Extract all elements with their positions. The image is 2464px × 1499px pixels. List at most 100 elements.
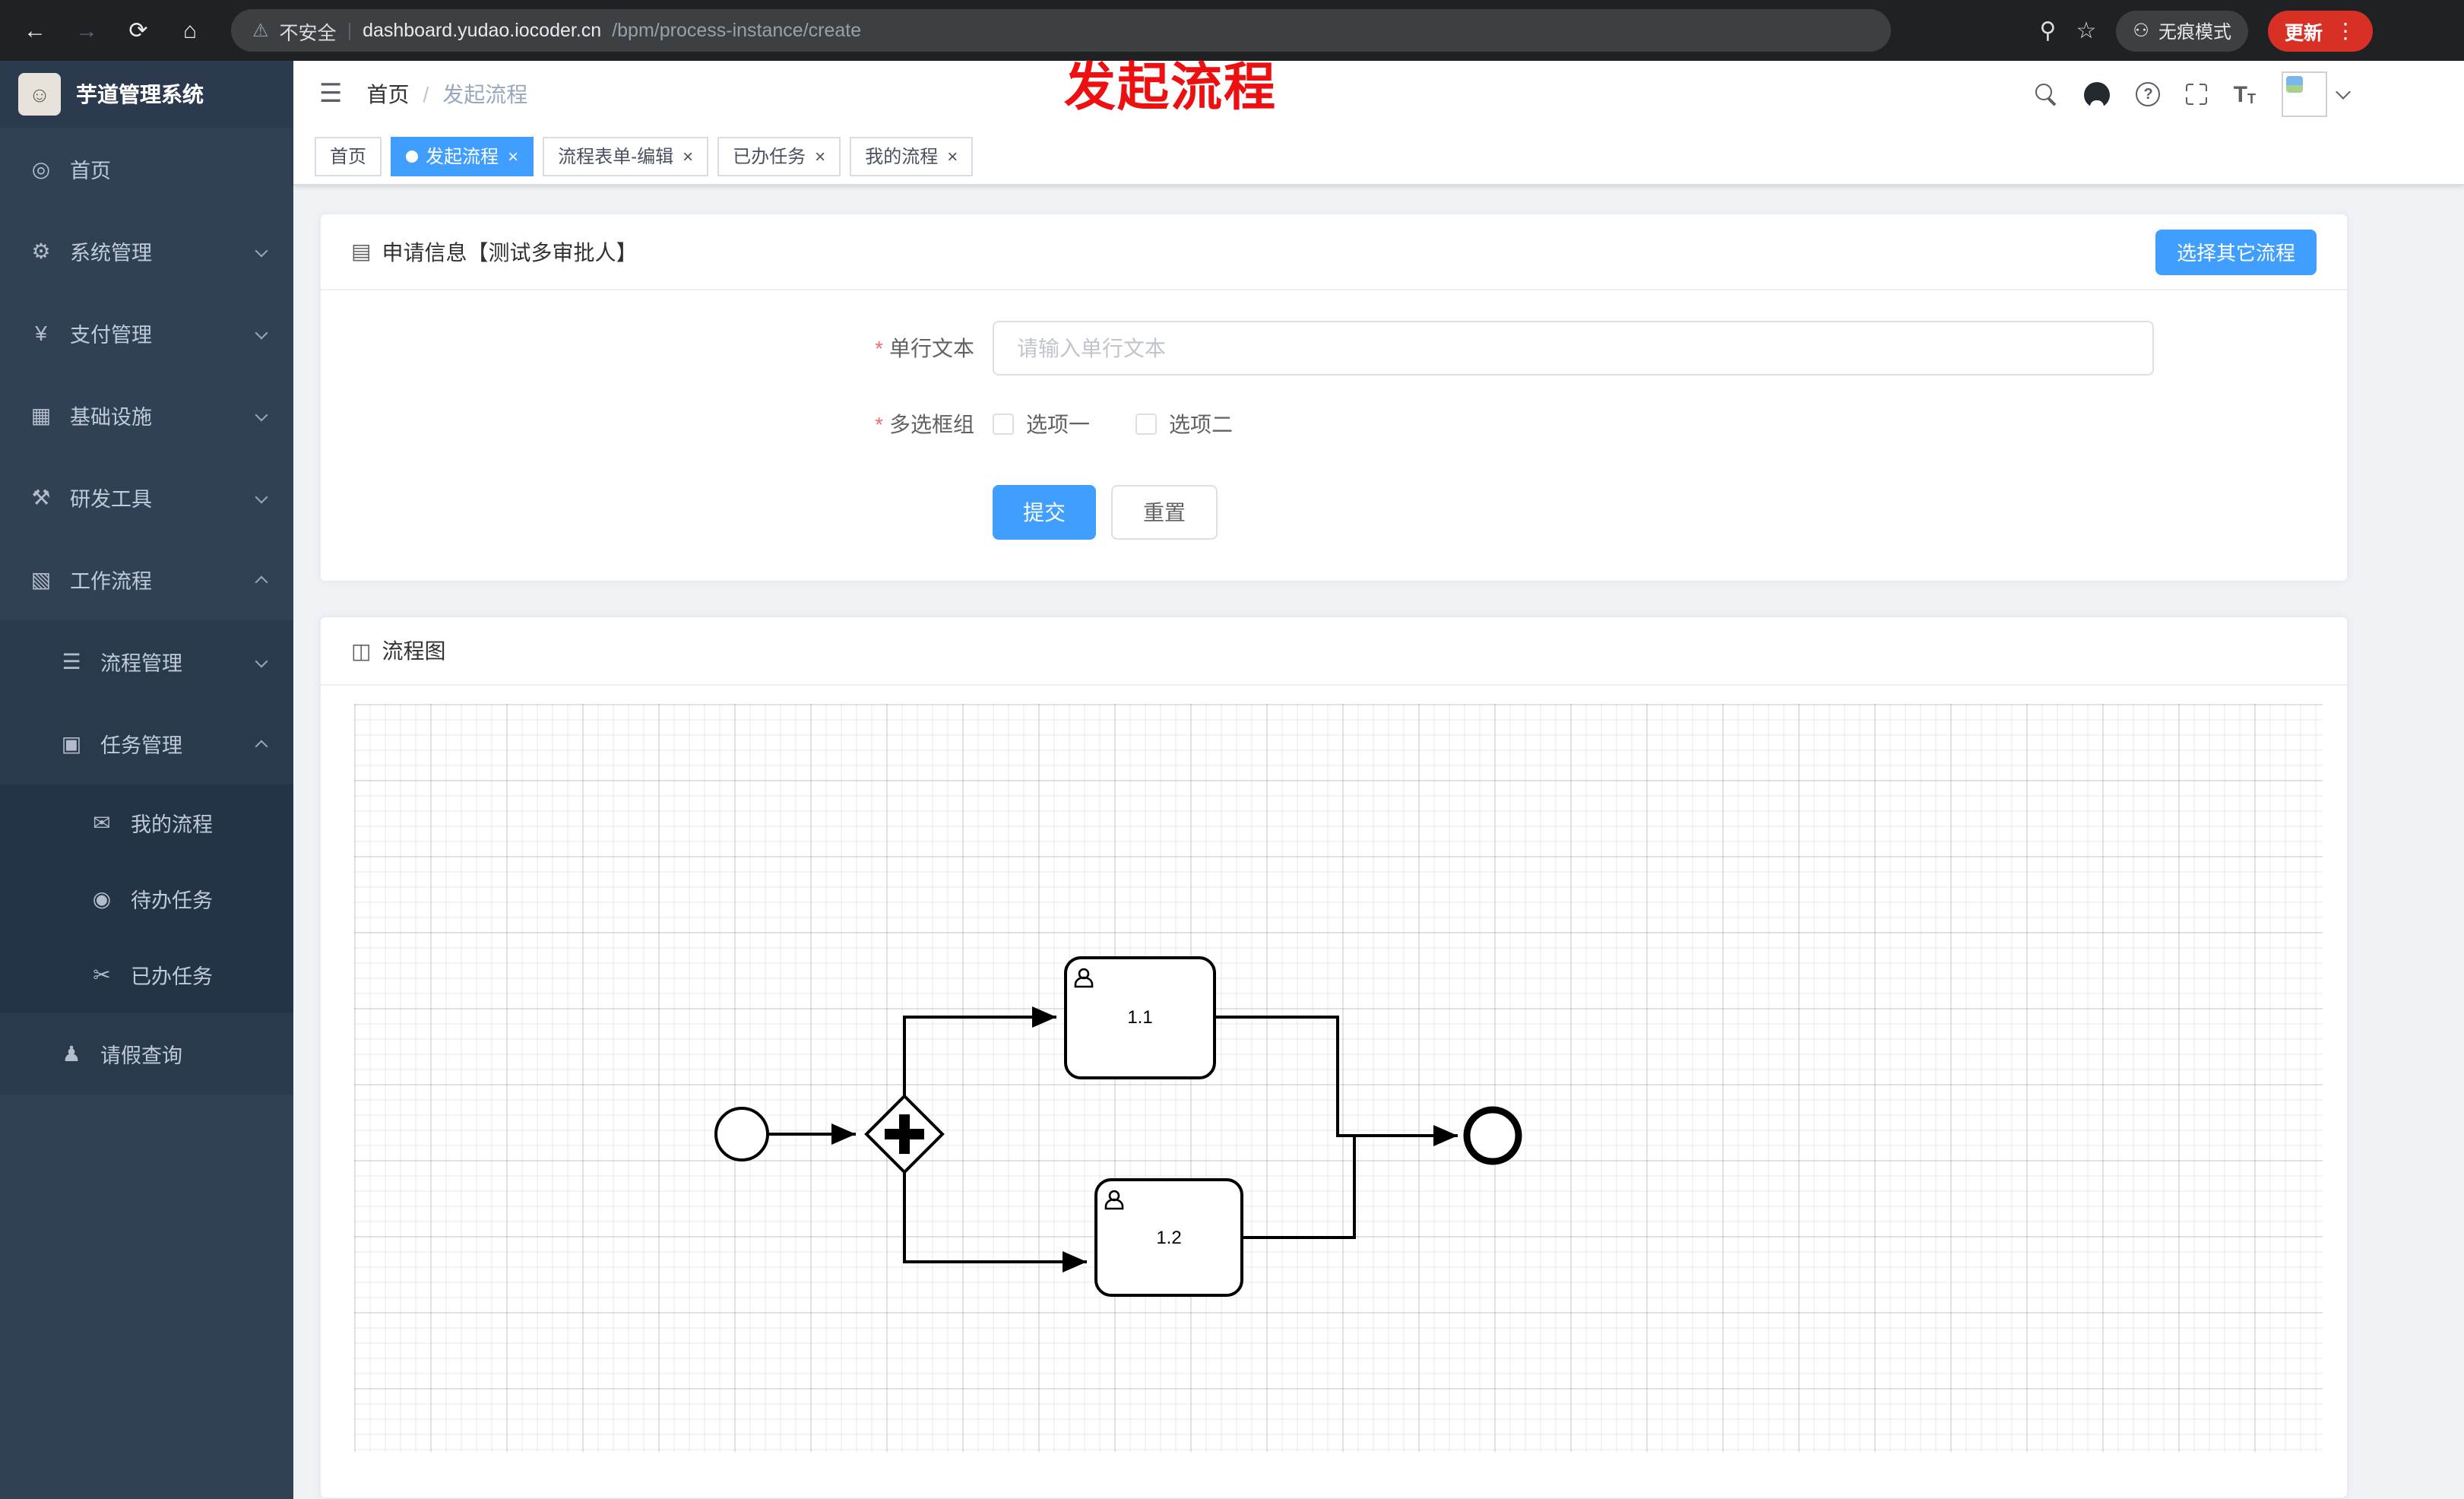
sidebar-item-task-mgmt[interactable]: ▣ 任务管理 bbox=[0, 702, 293, 784]
breadcrumb-separator: / bbox=[423, 82, 429, 106]
tab-home[interactable]: 首页 bbox=[315, 136, 382, 176]
chevron-up-icon bbox=[255, 740, 268, 753]
browser-home-icon[interactable]: ⌂ bbox=[182, 17, 198, 43]
kebab-menu-icon[interactable]: ⋮ bbox=[2335, 17, 2356, 42]
sidebar-item-workflow[interactable]: ▧ 工作流程 bbox=[0, 538, 293, 620]
start-event[interactable] bbox=[714, 1107, 769, 1161]
tab-my-process[interactable]: 我的流程 × bbox=[850, 136, 974, 176]
address-divider: | bbox=[347, 20, 353, 41]
checkbox-option-2[interactable]: 选项二 bbox=[1135, 409, 1233, 439]
checkbox-option-label: 选项二 bbox=[1169, 412, 1233, 436]
apply-form: *单行文本 *多选框组 选项一 bbox=[321, 290, 2347, 540]
close-icon[interactable]: × bbox=[508, 145, 519, 166]
sidebar-collapse-icon[interactable]: ☰ bbox=[319, 79, 343, 108]
github-icon[interactable] bbox=[2084, 81, 2111, 107]
bpmn-diagram: 1.1 1.2 bbox=[714, 956, 1522, 1297]
flow-task1-to-end bbox=[1215, 1016, 1458, 1146]
gear-icon: ⚙ bbox=[31, 238, 51, 262]
flow-diagram-card: ◫ 流程图 bbox=[319, 616, 2348, 1499]
select-other-process-button[interactable]: 选择其它流程 bbox=[2155, 229, 2317, 274]
required-mark: * bbox=[875, 336, 883, 360]
browser-back-icon[interactable]: ← bbox=[24, 17, 46, 43]
font-big-glyph: T bbox=[2233, 81, 2247, 107]
url-host: dashboard.yudao.iocoder.cn bbox=[363, 20, 602, 41]
breadcrumb-current: 发起流程 bbox=[442, 82, 528, 106]
sidebar: ☺ 芋道管理系统 ◎ 首页 ⚙ 系统管理 ¥ 支付管理 ▦ 基础设施 bbox=[0, 61, 293, 1499]
task-1-2-label: 1.2 bbox=[1156, 1228, 1181, 1248]
tab-initiate-process[interactable]: 发起流程 × bbox=[391, 136, 534, 176]
app-title: 芋道管理系统 bbox=[76, 82, 204, 106]
sidebar-item-todo-tasks[interactable]: ◉ 待办任务 bbox=[0, 860, 293, 936]
task-icon: ▣ bbox=[61, 730, 82, 755]
sidebar-item-label: 研发工具 bbox=[70, 488, 152, 511]
caret-down-icon bbox=[2336, 84, 2351, 100]
checkbox-icon[interactable] bbox=[1135, 414, 1157, 435]
sidebar-item-system[interactable]: ⚙ 系统管理 bbox=[0, 210, 293, 292]
password-key-icon[interactable]: ⚲ bbox=[2039, 18, 2057, 44]
avatar[interactable] bbox=[2282, 71, 2327, 117]
help-icon[interactable]: ? bbox=[2136, 82, 2161, 106]
sidebar-item-devtools[interactable]: ⚒ 研发工具 bbox=[0, 456, 293, 538]
tab-label: 我的流程 bbox=[865, 146, 939, 167]
form-row-checkbox: *多选框组 选项一 选项二 bbox=[321, 409, 2347, 439]
form-buttons: 提交 重置 bbox=[993, 485, 2347, 540]
sidebar-item-label: 系统管理 bbox=[70, 242, 152, 265]
sidebar-item-my-process[interactable]: ✉ 我的流程 bbox=[0, 784, 293, 860]
user-menu[interactable] bbox=[2282, 71, 2351, 117]
submit-button[interactable]: 提交 bbox=[993, 485, 1096, 540]
bpmn-canvas[interactable]: 1.1 1.2 bbox=[354, 704, 2323, 1452]
incognito-icon: ⚇ bbox=[2133, 20, 2149, 41]
incognito-badge: ⚇ 无痕模式 bbox=[2116, 10, 2248, 51]
scissors-icon: ✂ bbox=[93, 962, 111, 986]
checkbox-group-label-text: 多选框组 bbox=[889, 412, 974, 436]
search-icon[interactable] bbox=[2035, 83, 2059, 106]
sidebar-item-label: 任务管理 bbox=[100, 734, 182, 757]
sidebar-item-done-tasks[interactable]: ✂ 已办任务 bbox=[0, 936, 293, 1013]
browser-forward-icon[interactable]: → bbox=[75, 17, 98, 43]
close-icon[interactable]: × bbox=[947, 145, 958, 166]
url-path: /bpm/process-instance/create bbox=[612, 20, 862, 41]
end-event[interactable] bbox=[1463, 1106, 1522, 1165]
required-mark: * bbox=[875, 412, 883, 436]
sidebar-item-payment[interactable]: ¥ 支付管理 bbox=[0, 292, 293, 374]
tab-done-tasks[interactable]: 已办任务 × bbox=[717, 136, 841, 176]
tab-label: 已办任务 bbox=[733, 146, 806, 167]
text-field-label-text: 单行文本 bbox=[889, 336, 974, 360]
sidebar-item-infra[interactable]: ▦ 基础设施 bbox=[0, 374, 293, 456]
browser-actions: ⚲ ☆ ⚇ 无痕模式 更新 ⋮ bbox=[2039, 10, 2373, 51]
browser-chrome: ← → ⟳ ⌂ ⚠ 不安全 | dashboard.yudao.iocoder.… bbox=[0, 0, 2464, 61]
bookmark-star-icon[interactable]: ☆ bbox=[2076, 18, 2097, 44]
sidebar-item-home[interactable]: ◎ 首页 bbox=[0, 128, 293, 210]
browser-update-button[interactable]: 更新 ⋮ bbox=[2267, 10, 2373, 51]
address-bar[interactable]: ⚠ 不安全 | dashboard.yudao.iocoder.cn/bpm/p… bbox=[231, 9, 1891, 52]
apply-info-card: ▤ 申请信息【测试多审批人】 选择其它流程 *单行文本 *多选框组 bbox=[319, 213, 2348, 582]
security-label[interactable]: 不安全 bbox=[279, 22, 337, 43]
sidebar-item-label: 支付管理 bbox=[70, 324, 152, 347]
reset-button[interactable]: 重置 bbox=[1111, 485, 1218, 540]
user-task-1-2[interactable] bbox=[1094, 1178, 1243, 1297]
checkbox-option-1[interactable]: 选项一 bbox=[993, 409, 1090, 439]
breadcrumb-home[interactable]: 首页 bbox=[366, 82, 410, 106]
tags-view: 首页 发起流程 × 流程表单-编辑 × 已办任务 × 我的流程 × bbox=[293, 128, 2464, 185]
fullscreen-icon[interactable] bbox=[2183, 81, 2209, 106]
sidebar-logo[interactable]: ☺ 芋道管理系统 bbox=[0, 61, 293, 128]
sidebar-item-leave-query[interactable]: ♟ 请假查询 bbox=[0, 1013, 293, 1095]
apply-card-title: 申请信息【测试多审批人】 bbox=[382, 239, 638, 264]
avatar-thumb-icon bbox=[2286, 76, 2303, 93]
gateway-plus-icon bbox=[885, 1114, 924, 1154]
sidebar-item-process-mgmt[interactable]: ☰ 流程管理 bbox=[0, 620, 293, 702]
checkbox-icon[interactable] bbox=[993, 414, 1014, 435]
close-icon[interactable]: × bbox=[815, 145, 826, 166]
font-small-glyph: T bbox=[2247, 90, 2256, 106]
diagram-card-header: ◫ 流程图 bbox=[321, 617, 2347, 686]
logo-avatar: ☺ bbox=[18, 73, 61, 116]
browser-refresh-icon[interactable]: ⟳ bbox=[128, 18, 148, 44]
flow-task2-to-join bbox=[1242, 1136, 1356, 1239]
chevron-down-icon bbox=[255, 490, 268, 504]
single-line-text-input[interactable] bbox=[993, 321, 2154, 376]
close-icon[interactable]: × bbox=[683, 145, 694, 166]
user-task-1-1[interactable] bbox=[1064, 956, 1216, 1079]
tab-form-edit[interactable]: 流程表单-编辑 × bbox=[543, 136, 709, 176]
